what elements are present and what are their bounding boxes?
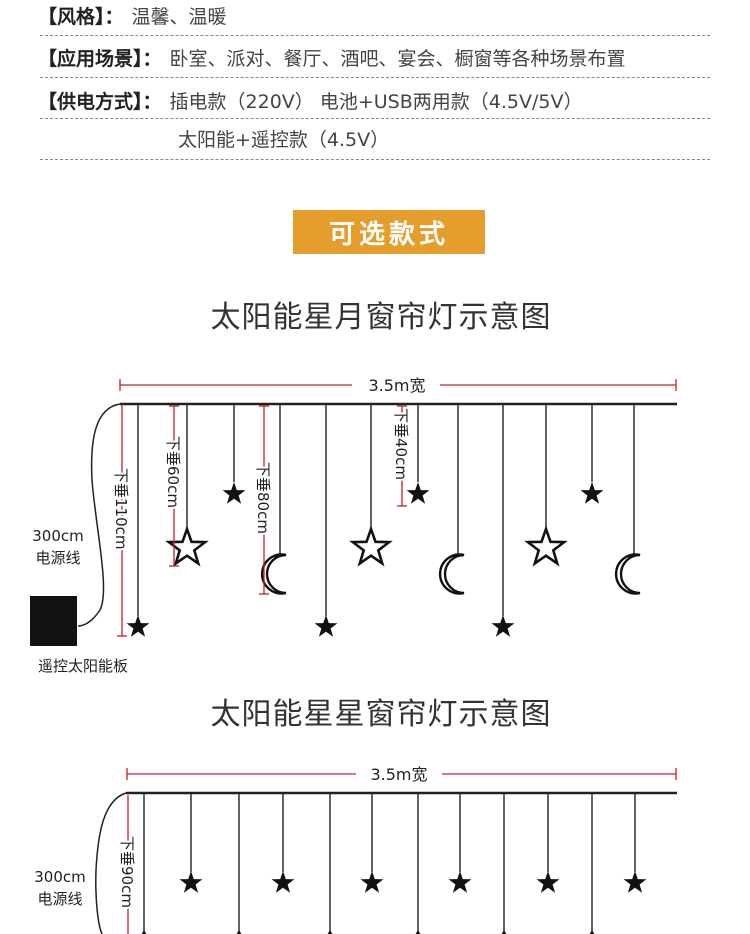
drop-label-80: 下垂80cm — [254, 462, 272, 534]
star-icon — [179, 871, 203, 893]
star-icon — [623, 871, 647, 893]
diagram1-title: 太阳能星月窗帘灯示意图 — [210, 300, 552, 335]
cable-label: 电源线 — [37, 890, 82, 908]
power-cable — [77, 403, 121, 627]
star-icon — [589, 930, 595, 934]
moon-icon — [614, 553, 642, 595]
drop-label-110: 下垂110cm — [112, 468, 130, 550]
star-icon — [580, 482, 604, 504]
spec-row-scenes: 【应用场景】： 卧室、派对、餐厅、酒吧、宴会、橱窗等各种场景布置 — [38, 37, 710, 77]
divider — [40, 77, 710, 78]
spec-key: 【风格】： — [38, 5, 124, 28]
star-icon — [491, 615, 515, 637]
drop-lines — [137, 404, 635, 616]
drop-label-40: 下垂40cm — [392, 408, 410, 480]
ornaments — [141, 871, 647, 934]
drop-dimensions — [117, 404, 407, 637]
section-badge: 可选款式 — [293, 210, 485, 254]
spec-key: 【应用场景】： — [38, 47, 162, 70]
star-icon — [236, 930, 242, 934]
star-icon — [222, 482, 246, 504]
width-label: 3.5m宽 — [368, 376, 425, 395]
star-icon — [271, 871, 295, 893]
star-outline-icon — [351, 527, 391, 565]
spec-row-style: 【风格】： 温馨、温暖 — [38, 0, 710, 35]
moon-icon — [438, 553, 466, 595]
star-icon — [141, 930, 147, 934]
diagram2-star-curtain: 3.5m宽 下垂90cm 300cm 电源线 — [34, 765, 677, 934]
divider — [40, 118, 710, 119]
star-icon — [536, 871, 560, 893]
star-icon — [126, 615, 150, 637]
moon-icon — [260, 553, 288, 595]
diagram2-title: 太阳能星星窗帘灯示意图 — [210, 697, 552, 732]
spec-row-power: 【供电方式】： 插电款（220V） 电池+USB两用款（4.5V/5V） — [38, 80, 710, 120]
spec-key: 【供电方式】： — [38, 90, 162, 113]
divider — [40, 159, 710, 160]
panel-label: 遥控太阳能板 — [38, 657, 128, 675]
solar-panel-icon — [30, 596, 77, 646]
star-icon — [327, 930, 333, 934]
cable-length: 300cm — [34, 868, 86, 886]
star-icon — [501, 930, 507, 934]
spec-row-power-cont: 太阳能+遥控款（4.5V） — [178, 118, 678, 158]
spec-value: 太阳能+遥控款（4.5V） — [178, 128, 390, 151]
star-icon — [448, 871, 472, 893]
drop-label-90: 下垂90cm — [118, 836, 136, 908]
width-dimension: 3.5m宽 — [126, 765, 677, 784]
drop-label-60: 下垂60cm — [164, 436, 182, 508]
width-label: 3.5m宽 — [370, 765, 427, 784]
width-dimension: 3.5m宽 — [119, 376, 677, 395]
spec-value: 温馨、温暖 — [131, 5, 227, 28]
star-outline-icon — [526, 527, 566, 565]
ornaments — [126, 482, 642, 637]
drop-lines — [143, 793, 636, 934]
cable-label: 电源线 — [35, 549, 80, 567]
star-icon — [360, 871, 384, 893]
star-icon — [406, 482, 430, 504]
star-icon — [415, 930, 421, 934]
spec-value: 插电款（220V） 电池+USB两用款（4.5V/5V） — [169, 90, 583, 113]
cable-length: 300cm — [32, 527, 84, 545]
star-icon — [314, 615, 338, 637]
spec-value: 卧室、派对、餐厅、酒吧、宴会、橱窗等各种场景布置 — [169, 47, 626, 70]
divider — [40, 35, 710, 36]
power-cable — [95, 792, 127, 934]
diagram1-star-moon-curtain: 3.5m宽 — [30, 376, 677, 675]
